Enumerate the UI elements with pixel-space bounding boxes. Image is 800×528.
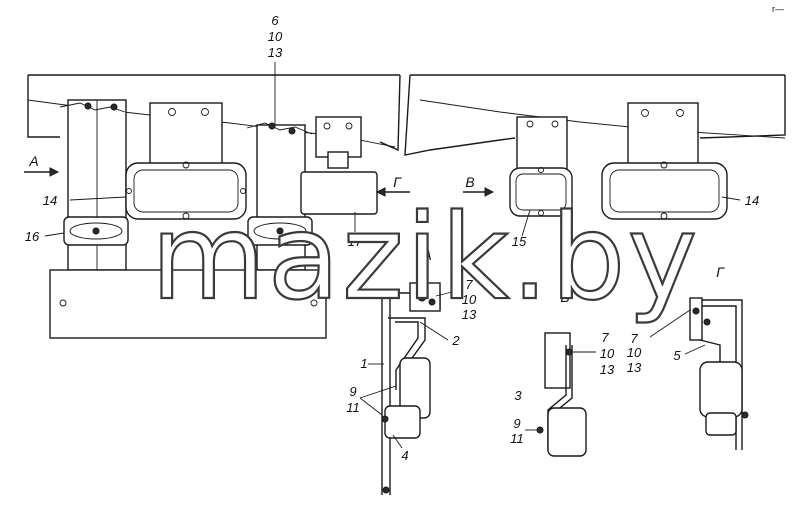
marker-lamp-16-left <box>63 216 129 246</box>
license-plate <box>49 269 327 339</box>
arrow-view-a <box>24 167 60 177</box>
bracket-15 <box>516 116 568 173</box>
callout-17: 17 <box>348 234 363 249</box>
callout-14-left: 14 <box>43 193 57 208</box>
callout-7-a: 7 <box>465 277 473 292</box>
detail-view-g <box>649 297 749 450</box>
corner-mark: r— <box>772 4 784 14</box>
callout-9-b: 9 <box>513 416 520 431</box>
callout-10-b: 10 <box>600 346 615 361</box>
detail-view-a <box>359 282 461 495</box>
callout-2: 2 <box>451 333 460 348</box>
callout-7-b: 7 <box>601 330 609 345</box>
detail-view-b <box>525 332 596 457</box>
callout-10-a: 10 <box>462 292 477 307</box>
arrow-view-b <box>463 187 495 197</box>
center-bracket <box>246 122 313 271</box>
lamp-15 <box>509 167 573 217</box>
wiring-bundle-left <box>59 102 126 113</box>
view-b-title: В <box>560 289 569 305</box>
callout-10-top: 10 <box>268 29 283 44</box>
callout-9-a: 9 <box>349 384 356 399</box>
marker-lamp-16-right <box>247 216 313 246</box>
callout-5: 5 <box>673 348 681 363</box>
callout-6: 6 <box>271 13 279 28</box>
watermark: mazik.by <box>151 188 700 326</box>
tail-lamp-right-14 <box>601 161 728 220</box>
view-b-arrow-label: В <box>465 174 474 190</box>
left-plate-bracket <box>149 102 223 166</box>
callout-16: 16 <box>25 229 40 244</box>
plate-lamp-17 <box>300 116 378 215</box>
callout-1: 1 <box>360 356 367 371</box>
tail-lamp-left-14 <box>125 161 247 220</box>
view-g-title: Г <box>716 264 725 280</box>
arrow-view-g <box>375 187 410 197</box>
callout-11-a: 11 <box>346 400 360 415</box>
callout-7-g: 7 <box>630 331 638 346</box>
callout-11-b: 11 <box>510 431 524 446</box>
callout-4: 4 <box>401 448 408 463</box>
view-g-arrow-label: Г <box>393 174 402 190</box>
callout-13-b: 13 <box>600 362 615 377</box>
leader-lines <box>44 62 741 237</box>
callout-14-right: 14 <box>745 193 759 208</box>
callout-10-g: 10 <box>627 345 642 360</box>
view-a-title: A <box>421 247 431 263</box>
right-lamp-bracket <box>627 102 699 169</box>
callout-13-g: 13 <box>627 360 642 375</box>
callout-3: 3 <box>514 388 522 403</box>
chassis-beam-right <box>404 74 786 156</box>
callout-15: 15 <box>512 234 527 249</box>
view-a-arrow-label: A <box>28 153 38 169</box>
callout-13-top: 13 <box>268 45 283 60</box>
callout-13-a: 13 <box>462 307 477 322</box>
